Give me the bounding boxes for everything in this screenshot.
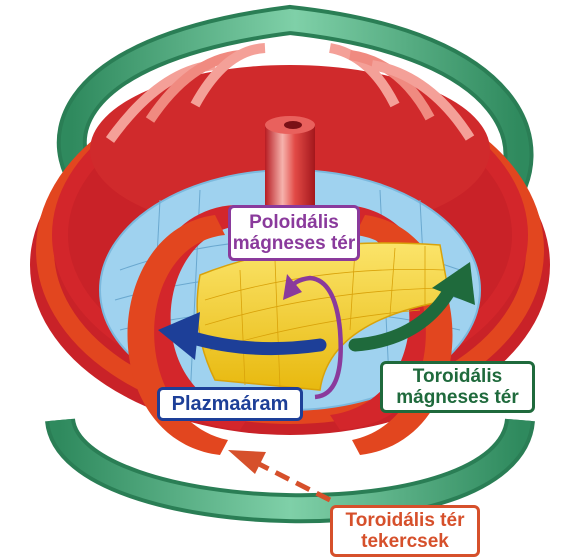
plasma-current-label: Plazmaáram — [157, 387, 303, 421]
poloidal-field-label: Poloidális mágneses tér — [228, 205, 360, 261]
poloidal-field-label-line1: Poloidális — [231, 212, 357, 233]
poloidal-field-label-line2: mágneses tér — [231, 233, 357, 254]
plasma-current-label-text: Plazmaáram — [160, 393, 300, 415]
toroidal-field-label: Toroidális mágneses tér — [380, 361, 535, 413]
toroidal-coils-label-line2: tekercsek — [333, 531, 477, 552]
toroidal-field-label-line1: Toroidális — [383, 366, 532, 387]
toroidal-coils-label: Toroidális tér tekercsek — [330, 505, 480, 557]
toroidal-coils-label-line1: Toroidális tér — [333, 510, 477, 531]
toroidal-field-label-line2: mágneses tér — [383, 387, 532, 408]
